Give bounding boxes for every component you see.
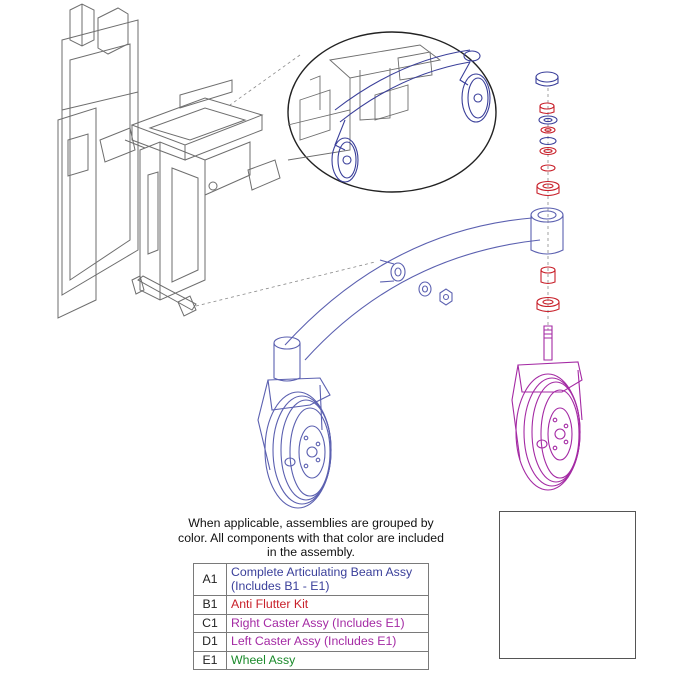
legend-description: Wheel Assy bbox=[226, 650, 429, 670]
legend-code: C1 bbox=[193, 613, 227, 633]
legend-code: D1 bbox=[193, 632, 227, 652]
dust-cap bbox=[535, 71, 559, 87]
detail-callout-circle bbox=[287, 31, 497, 193]
upper-bearing bbox=[536, 180, 560, 197]
lower-bearing bbox=[536, 296, 560, 313]
articulating-beam bbox=[273, 207, 564, 382]
legend-code: B1 bbox=[193, 595, 227, 615]
beam-washer bbox=[538, 115, 558, 146]
frame-assembly bbox=[57, 3, 281, 319]
lower-spacer bbox=[540, 266, 556, 285]
legend-description: Left Caster Assy (Includes E1) bbox=[226, 632, 429, 652]
legend-description: Complete Articulating Beam Assy (Include… bbox=[226, 563, 429, 596]
exploded-parts-stack bbox=[535, 71, 560, 313]
legend-code: A1 bbox=[193, 563, 227, 596]
legend-description: Right Caster Assy (Includes E1) bbox=[226, 613, 429, 633]
left-caster-assembly bbox=[257, 377, 332, 509]
anti-flutter-nut bbox=[539, 102, 555, 115]
legend-code: E1 bbox=[193, 650, 227, 670]
left-caster-wheel bbox=[264, 391, 332, 509]
wheel-detail-box bbox=[499, 511, 636, 659]
legend-description: Anti Flutter Kit bbox=[226, 595, 429, 615]
right-caster-assembly bbox=[511, 325, 583, 491]
color-grouping-note: When applicable, assemblies are grouped … bbox=[178, 516, 444, 559]
right-caster-wheel bbox=[515, 373, 581, 491]
anti-flutter-washers bbox=[539, 126, 557, 172]
